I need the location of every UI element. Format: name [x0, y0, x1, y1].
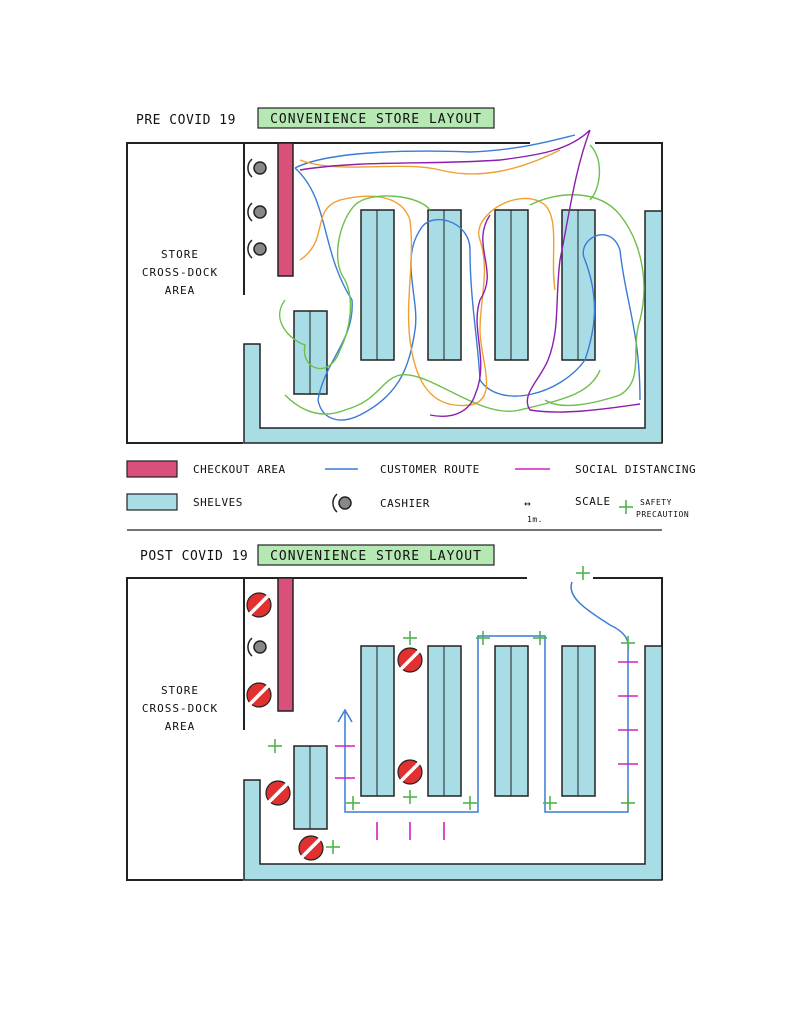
- legend-shelves-swatch: [126, 493, 178, 511]
- post-covid-section: POST COVID 19 CONVENIENCE STORE LAYOUT S…: [126, 544, 663, 881]
- no-entry-icon: [298, 835, 324, 861]
- safety-plus-icon: [543, 796, 557, 810]
- pre-customer-routes: [279, 129, 645, 421]
- pre-banner-title: CONVENIENCE STORE LAYOUT: [270, 112, 482, 127]
- post-dock-line1: STORE: [161, 684, 199, 697]
- safety-plus-icon: [403, 790, 417, 804]
- safety-plus-icon: [619, 500, 633, 514]
- pre-dock-line3: AREA: [165, 284, 196, 297]
- legend-safety-line1: SAFETY: [640, 498, 672, 507]
- legend-scale-value: 1m.: [527, 515, 543, 524]
- legend: CHECKOUT AREA SHELVES CUSTOMER ROUTE CAS…: [126, 460, 696, 531]
- post-customer-route: [337, 581, 630, 813]
- post-safety-markers: [268, 566, 635, 854]
- post-shelf: [561, 645, 596, 797]
- safety-plus-icon: [621, 796, 635, 810]
- scale-arrow-icon: ↔: [524, 497, 531, 510]
- safety-plus-icon: [576, 566, 590, 580]
- pre-dock-line1: STORE: [161, 248, 199, 261]
- post-checkout-counter: [277, 577, 294, 712]
- legend-scale-label: SCALE: [575, 495, 611, 508]
- pre-shelf: [494, 209, 529, 361]
- post-social-distancing-marks: [335, 661, 638, 840]
- safety-plus-icon: [326, 840, 340, 854]
- post-dock-line2: CROSS-DOCK: [142, 702, 218, 715]
- safety-plus-icon: [533, 631, 547, 645]
- safety-plus-icon: [476, 631, 490, 645]
- cashier-icon: [247, 202, 267, 222]
- legend-checkout-swatch: [126, 460, 178, 478]
- pre-store-wall: [126, 142, 530, 444]
- post-covid-label: POST COVID 19: [140, 549, 248, 564]
- post-wall-shelf: [243, 645, 663, 881]
- legend-route-label: CUSTOMER ROUTE: [380, 463, 480, 476]
- safety-plus-icon: [346, 796, 360, 810]
- post-shelf: [293, 745, 328, 830]
- cashier-icon: [247, 158, 267, 178]
- cashier-icon: [247, 637, 267, 657]
- post-banner-box: [257, 544, 495, 566]
- pre-wall-shelf: [243, 210, 663, 444]
- legend-social-distancing-label: SOCIAL DISTANCING: [575, 463, 696, 476]
- post-dock-line3: AREA: [165, 720, 196, 733]
- pre-shelf: [561, 209, 596, 361]
- pre-shelf: [360, 209, 395, 361]
- pre-shelf: [427, 209, 462, 361]
- safety-plus-icon: [268, 739, 282, 753]
- safety-plus-icon: [463, 796, 477, 810]
- no-entry-icon: [246, 682, 272, 708]
- pre-banner-box: [257, 107, 495, 129]
- post-shelf: [360, 645, 395, 797]
- no-entry-icon: [397, 759, 423, 785]
- pre-covid-label: PRE COVID 19: [136, 113, 236, 128]
- legend-cashier-label: CASHIER: [380, 497, 430, 510]
- legend-safety-line2: PRECAUTION: [636, 510, 689, 519]
- pre-shelf: [293, 310, 328, 395]
- legend-checkout-label: CHECKOUT AREA: [193, 463, 286, 476]
- legend-shelves-label: SHELVES: [193, 496, 243, 509]
- post-banner-title: CONVENIENCE STORE LAYOUT: [270, 549, 482, 564]
- no-entry-icon: [246, 592, 272, 618]
- post-store-wall: [126, 577, 527, 881]
- cashier-icon: [247, 239, 267, 259]
- post-shelf: [427, 645, 462, 797]
- cashier-icon: [332, 493, 352, 513]
- pre-checkout-counter: [277, 142, 294, 277]
- pre-dock-line2: CROSS-DOCK: [142, 266, 218, 279]
- pre-covid-section: PRE COVID 19 CONVENIENCE STORE LAYOUT ST…: [126, 107, 663, 444]
- no-entry-icon: [265, 780, 291, 806]
- no-entry-icon: [397, 647, 423, 673]
- post-shelf: [494, 645, 529, 797]
- safety-plus-icon: [403, 631, 417, 645]
- safety-plus-icon: [621, 636, 635, 650]
